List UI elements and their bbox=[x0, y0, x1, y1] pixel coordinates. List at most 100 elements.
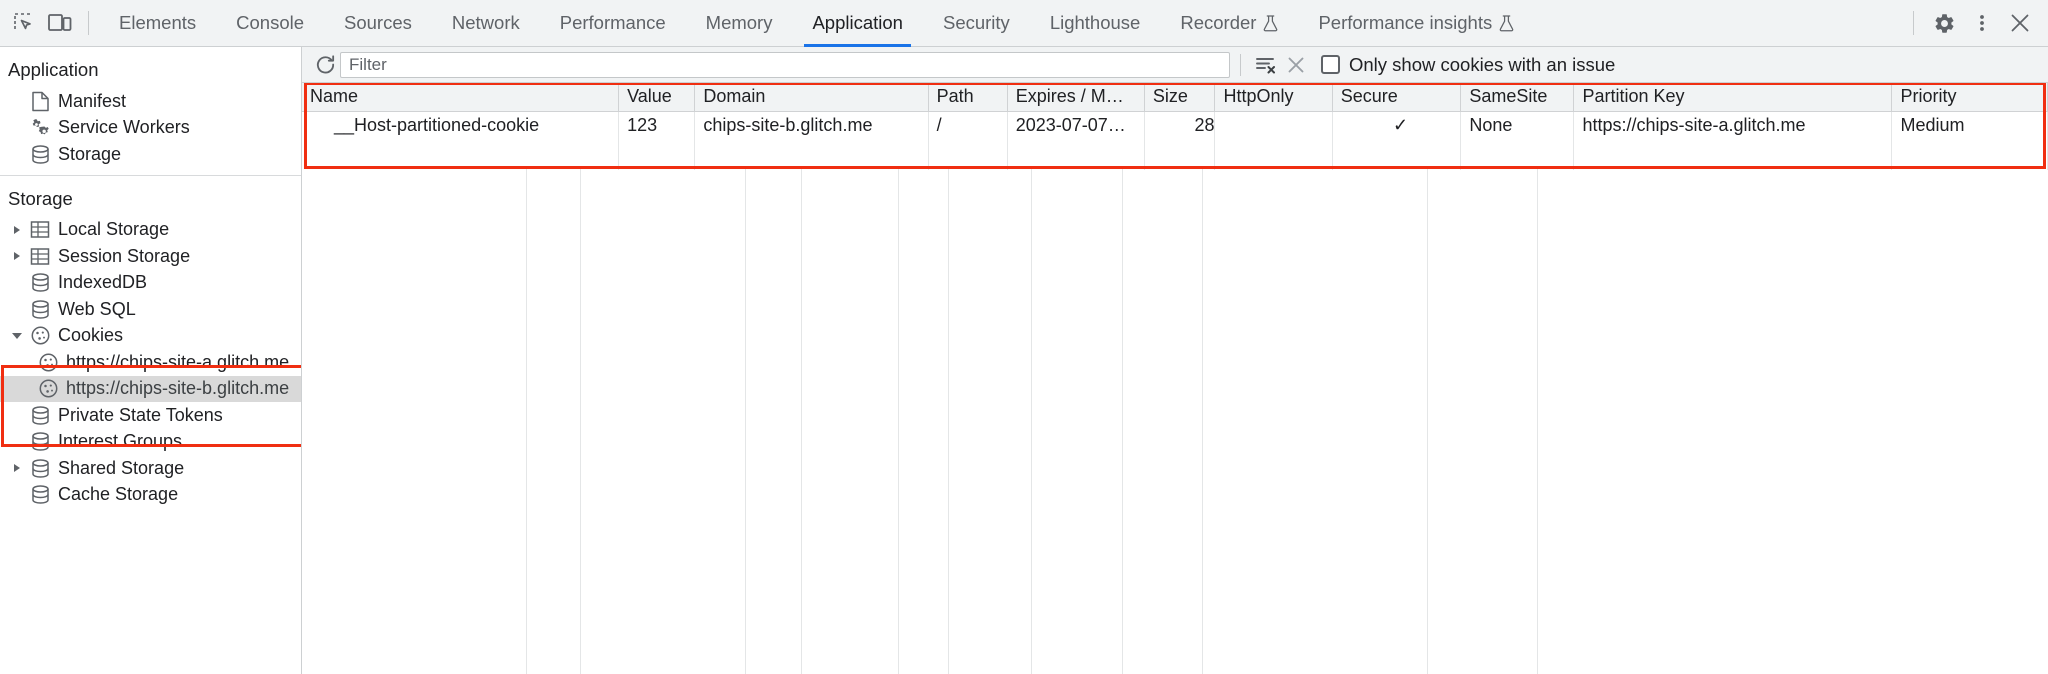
column-header-priority[interactable]: Priority bbox=[1891, 83, 2048, 112]
database-icon bbox=[26, 144, 54, 165]
database-icon bbox=[26, 272, 54, 293]
sidebar-item-storage[interactable]: Storage bbox=[0, 141, 301, 168]
chevron-down-icon[interactable] bbox=[8, 332, 26, 339]
clear-filter-icon[interactable] bbox=[1251, 51, 1281, 79]
sidebar-item-web-sql[interactable]: Web SQL bbox=[0, 296, 301, 323]
gear-icon[interactable] bbox=[1926, 6, 1962, 40]
cell-expires: 2023-07-07… bbox=[1007, 111, 1145, 141]
sidebar-item-cookies-chips-site-a[interactable]: https://chips-site-a.glitch.me bbox=[0, 349, 301, 376]
cookies-filter-toolbar: Only show cookies with an issue bbox=[302, 47, 2048, 83]
cell-domain: chips-site-b.glitch.me bbox=[694, 111, 929, 141]
cell-secure: ✓ bbox=[1332, 111, 1462, 141]
sidebar-item-cookies[interactable]: Cookies bbox=[0, 323, 301, 350]
sidebar-item-local-storage[interactable]: Local Storage bbox=[0, 217, 301, 244]
tab-memory[interactable]: Memory bbox=[686, 0, 793, 47]
tab-security[interactable]: Security bbox=[923, 0, 1030, 47]
table-icon bbox=[26, 247, 54, 266]
tab-performance[interactable]: Performance bbox=[540, 0, 686, 47]
kebab-menu-icon[interactable] bbox=[1964, 6, 2000, 40]
column-header-domain[interactable]: Domain bbox=[694, 83, 929, 112]
sidebar-section-application-title: Application bbox=[8, 59, 99, 80]
tab-elements[interactable]: Elements bbox=[99, 0, 216, 47]
tab-recorder[interactable]: Recorder bbox=[1160, 0, 1298, 47]
column-header-name[interactable]: Name bbox=[302, 83, 620, 112]
sidebar-item-indexeddb[interactable]: IndexedDB bbox=[0, 270, 301, 297]
sidebar-item-cookies-chips-site-b[interactable]: https://chips-site-b.glitch.me bbox=[0, 375, 301, 402]
table-icon bbox=[26, 220, 54, 239]
tab-console[interactable]: Console bbox=[216, 0, 324, 47]
column-header-samesite[interactable]: SameSite bbox=[1460, 83, 1575, 112]
toolbar-divider-right bbox=[1913, 11, 1914, 35]
close-icon[interactable] bbox=[2002, 6, 2038, 40]
chevron-right-icon[interactable] bbox=[8, 464, 26, 473]
chevron-right-icon[interactable] bbox=[8, 225, 26, 234]
tab-lighthouse[interactable]: Lighthouse bbox=[1030, 0, 1161, 47]
service-workers-icon bbox=[26, 117, 54, 138]
column-header-httponly[interactable]: HttpOnly bbox=[1214, 83, 1333, 112]
sidebar-item-private-state-tokens[interactable]: Private State Tokens bbox=[0, 402, 301, 429]
table-row[interactable]: __Host-partitioned-cookie 123 chips-site… bbox=[302, 111, 2048, 141]
column-header-value[interactable]: Value bbox=[618, 83, 696, 112]
database-icon bbox=[26, 458, 54, 479]
tab-label: Memory bbox=[705, 12, 773, 33]
tab-label: Security bbox=[942, 12, 1010, 33]
clear-all-cookies-icon[interactable] bbox=[1281, 51, 1311, 79]
tab-label: Elements bbox=[119, 12, 197, 33]
filterbar-divider bbox=[1240, 53, 1241, 76]
cell-value: 123 bbox=[618, 111, 696, 141]
experiment-flask-icon bbox=[1263, 14, 1278, 32]
column-header-expires[interactable]: Expires / M… bbox=[1007, 83, 1145, 112]
cookie-icon bbox=[34, 352, 62, 373]
tab-network[interactable]: Network bbox=[432, 0, 540, 47]
only-show-issues-label: Only show cookies with an issue bbox=[1349, 53, 1616, 75]
column-header-partition-key[interactable]: Partition Key bbox=[1573, 83, 1893, 112]
sidebar-item-label: Cache Storage bbox=[58, 484, 179, 505]
sidebar-item-manifest[interactable]: Manifest bbox=[0, 88, 301, 115]
manifest-icon bbox=[26, 91, 54, 112]
inspect-element-icon[interactable] bbox=[6, 6, 42, 40]
tab-label: Application bbox=[812, 12, 903, 33]
cookies-table-header-row: Name Value Domain Path Expires / M… Size… bbox=[302, 83, 2048, 112]
sidebar-item-label: Private State Tokens bbox=[58, 404, 223, 425]
sidebar-item-shared-storage[interactable]: Shared Storage bbox=[0, 455, 301, 482]
tab-label: Performance bbox=[559, 12, 666, 33]
sidebar-item-label: Service Workers bbox=[58, 117, 190, 138]
devtools-body: Application Manifest Service Workers bbox=[0, 47, 2048, 674]
sidebar-item-label: https://chips-site-b.glitch.me bbox=[66, 378, 290, 399]
experiment-flask-icon bbox=[1499, 14, 1514, 32]
refresh-icon[interactable] bbox=[310, 51, 340, 79]
tab-performance-insights[interactable]: Performance insights bbox=[1298, 0, 1534, 47]
sidebar-item-session-storage[interactable]: Session Storage bbox=[0, 243, 301, 270]
cell-partition-key: https://chips-site-a.glitch.me bbox=[1573, 111, 1893, 141]
only-show-issues-checkbox[interactable] bbox=[1321, 55, 1340, 74]
cell-name: __Host-partitioned-cookie bbox=[302, 111, 620, 141]
device-toolbar-icon[interactable] bbox=[42, 6, 78, 40]
sidebar-item-label: Session Storage bbox=[58, 245, 191, 266]
sidebar-item-interest-groups[interactable]: Interest Groups bbox=[0, 429, 301, 456]
database-icon bbox=[26, 431, 54, 452]
filter-input[interactable] bbox=[340, 51, 1230, 78]
tab-label: Sources bbox=[344, 12, 412, 33]
tab-sources[interactable]: Sources bbox=[324, 0, 432, 47]
tab-label: Performance insights bbox=[1318, 12, 1493, 33]
cell-priority: Medium bbox=[1891, 111, 2048, 141]
sidebar-item-service-workers[interactable]: Service Workers bbox=[0, 115, 301, 142]
tab-label: Network bbox=[451, 12, 520, 33]
chevron-right-icon[interactable] bbox=[8, 252, 26, 261]
only-show-issues-checkbox-row[interactable]: Only show cookies with an issue bbox=[1321, 54, 1615, 76]
sidebar-item-cache-storage[interactable]: Cache Storage bbox=[0, 482, 301, 509]
column-header-secure[interactable]: Secure bbox=[1332, 83, 1462, 112]
tab-application[interactable]: Application bbox=[792, 0, 923, 47]
sidebar-item-label: Web SQL bbox=[58, 298, 136, 319]
sidebar-divider bbox=[0, 174, 301, 176]
column-header-path[interactable]: Path bbox=[928, 83, 1008, 112]
sidebar-item-label: Cookies bbox=[58, 325, 124, 346]
application-sidebar: Application Manifest Service Workers bbox=[0, 47, 302, 674]
sidebar-item-label: Shared Storage bbox=[58, 457, 185, 478]
database-icon bbox=[26, 484, 54, 505]
cell-httponly bbox=[1214, 111, 1333, 141]
panel-tabs: Elements Console Sources Network Perform… bbox=[99, 0, 1534, 47]
devtools-main-toolbar: Elements Console Sources Network Perform… bbox=[0, 0, 2048, 47]
sidebar-item-label: https://chips-site-a.glitch.me bbox=[66, 351, 290, 372]
column-header-size[interactable]: Size bbox=[1144, 83, 1216, 112]
